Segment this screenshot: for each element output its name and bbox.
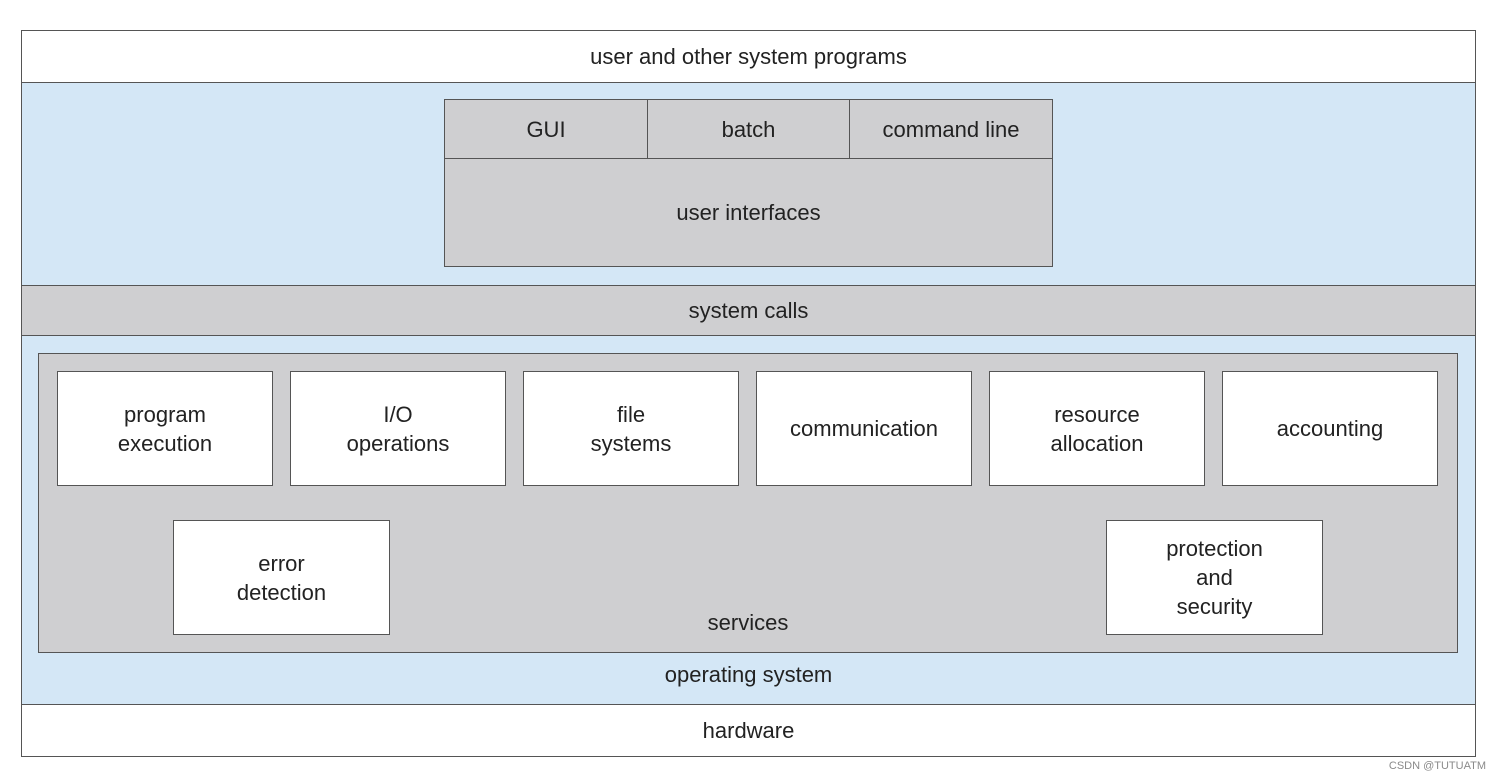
- ui-gui-cell: GUI: [444, 99, 648, 159]
- service-label: I/O operations: [346, 401, 450, 456]
- service-accounting: accounting: [1222, 371, 1438, 486]
- ui-command-line-cell: command line: [849, 99, 1053, 159]
- service-label: accounting: [1276, 416, 1384, 441]
- service-resource-allocation: resource allocation: [989, 371, 1205, 486]
- user-interfaces-label: user interfaces: [676, 200, 821, 225]
- service-label: file systems: [590, 401, 672, 456]
- user-interfaces-caption: user interfaces: [444, 158, 1053, 267]
- system-calls-label: system calls: [688, 298, 809, 323]
- services-label: services: [707, 610, 789, 635]
- operating-system-caption: operating system: [21, 660, 1476, 689]
- operating-system-label: operating system: [664, 662, 833, 687]
- hardware-layer: hardware: [21, 704, 1476, 757]
- ui-batch-cell: batch: [647, 99, 850, 159]
- user-programs-layer: user and other system programs: [21, 30, 1476, 83]
- watermark: CSDN @TUTUATM: [1388, 760, 1486, 772]
- system-calls-layer: system calls: [21, 285, 1476, 336]
- ui-gui-label: GUI: [526, 116, 566, 142]
- hardware-label: hardware: [702, 718, 795, 743]
- service-label: resource allocation: [1050, 401, 1144, 456]
- service-label: program execution: [117, 401, 213, 456]
- user-programs-label: user and other system programs: [590, 44, 907, 69]
- service-program-execution: program execution: [57, 371, 273, 486]
- service-error-detection: error detection: [173, 520, 390, 635]
- ui-batch-label: batch: [721, 116, 776, 142]
- service-label: error detection: [236, 550, 327, 605]
- service-io-operations: I/O operations: [290, 371, 506, 486]
- services-caption: services: [38, 608, 1458, 637]
- service-label: protection and security: [1166, 536, 1263, 619]
- service-label: communication: [790, 416, 938, 441]
- ui-command-line-label: command line: [882, 116, 1020, 142]
- service-file-systems: file systems: [523, 371, 739, 486]
- service-protection-and-security: protection and security: [1106, 520, 1323, 635]
- service-communication: communication: [756, 371, 972, 486]
